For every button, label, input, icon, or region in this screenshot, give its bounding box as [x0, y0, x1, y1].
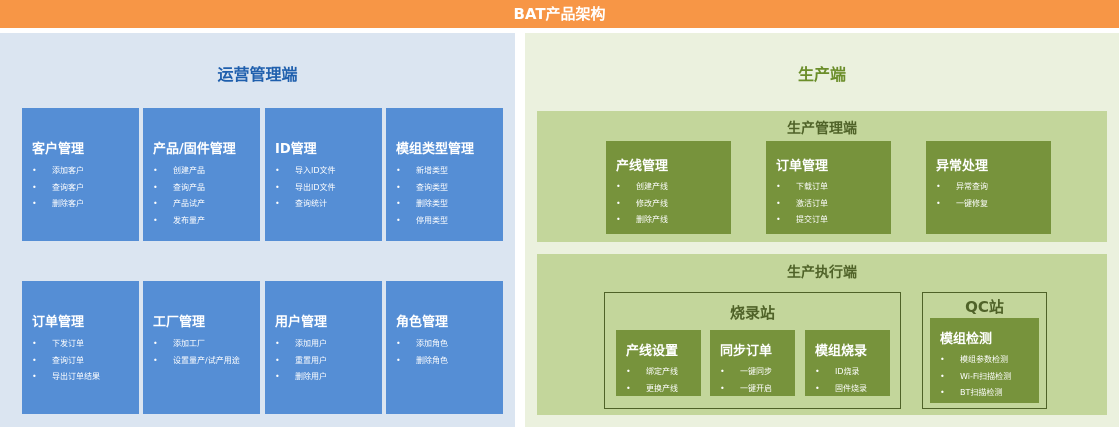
- ops-panel-title: 运营管理端: [217, 65, 298, 84]
- card-list: ID烧录 固件烧录: [815, 364, 890, 397]
- ops-card-factory: 工厂管理 添加工厂 设置量产/试产用途: [143, 281, 260, 414]
- card-title: 用户管理: [275, 315, 328, 330]
- list-item: 模组参数检测: [940, 352, 1039, 369]
- card-list: 导入ID文件 导出ID文件 查询统计: [275, 163, 382, 213]
- burn-card-line-setup: 产线设置 绑定产线 更换产线: [616, 330, 701, 397]
- list-item: 新增类型: [396, 163, 503, 180]
- card-list: 下载订单 激活订单 提交订单: [776, 179, 891, 229]
- card-list: 添加用户 重置用户 删除用户: [275, 336, 382, 386]
- list-item: 导出订单结果: [32, 369, 139, 386]
- qc-card-module-test: 模组检测 模组参数检测 Wi-Fi扫描检测 BT扫描检测: [930, 318, 1039, 403]
- prod-mgmt-card-exception: 异常处理 异常查询 一键修复: [926, 141, 1051, 234]
- card-title: 产品/固件管理: [153, 142, 236, 157]
- list-item: 删除客户: [32, 196, 139, 213]
- list-item: 导入ID文件: [275, 163, 382, 180]
- burn-station-title: 烧录站: [729, 304, 775, 322]
- ops-card-product: 产品/固件管理 创建产品 查询产品 产品试产 发布量产: [143, 108, 260, 241]
- list-item: BT扫描检测: [940, 385, 1039, 402]
- qc-station-title: QC站: [965, 298, 1004, 316]
- list-item: 提交订单: [776, 212, 891, 229]
- list-item: ID烧录: [815, 364, 890, 381]
- card-list: 新增类型 查询类型 删除类型 停用类型: [396, 163, 503, 229]
- list-item: 添加用户: [275, 336, 382, 353]
- list-item: 发布量产: [153, 213, 260, 230]
- list-item: 查询客户: [32, 180, 139, 197]
- ops-card-role: 角色管理 添加角色 删除角色: [386, 281, 503, 414]
- ops-card-user: 用户管理 添加用户 重置用户 删除用户: [265, 281, 382, 414]
- card-title: 同步订单: [720, 344, 773, 359]
- card-list: 模组参数检测 Wi-Fi扫描检测 BT扫描检测: [940, 352, 1039, 402]
- card-title: 客户管理: [32, 142, 85, 157]
- card-list: 下发订单 查询订单 导出订单结果: [32, 336, 139, 386]
- list-item: 一键同步: [720, 364, 795, 381]
- list-item: 查询统计: [275, 196, 382, 213]
- prod-exec-title: 生产执行端: [787, 265, 857, 281]
- card-title: 异常处理: [936, 159, 989, 174]
- list-item: 删除用户: [275, 369, 382, 386]
- list-item: 删除产线: [616, 212, 731, 229]
- list-item: 设置量产/试产用途: [153, 353, 260, 370]
- list-item: 重置用户: [275, 353, 382, 370]
- card-title: 角色管理: [396, 315, 449, 330]
- ops-card-order: 订单管理 下发订单 查询订单 导出订单结果: [22, 281, 139, 414]
- prod-mgmt-card-line: 产线管理 创建产线 修改产线 删除产线: [606, 141, 731, 234]
- ops-card-id: ID管理 导入ID文件 导出ID文件 查询统计: [265, 108, 382, 241]
- card-title: 订单管理: [776, 159, 829, 174]
- card-title: 产线设置: [626, 344, 679, 359]
- list-item: 创建产品: [153, 163, 260, 180]
- list-item: 固件烧录: [815, 381, 890, 398]
- card-list: 创建产线 修改产线 删除产线: [616, 179, 731, 229]
- list-item: 添加客户: [32, 163, 139, 180]
- list-item: 删除类型: [396, 196, 503, 213]
- card-title: 工厂管理: [153, 315, 206, 330]
- burn-card-sync-order: 同步订单 一键同步 一键开启: [710, 330, 795, 397]
- list-item: 修改产线: [616, 196, 731, 213]
- list-item: 一键开启: [720, 381, 795, 398]
- list-item: 停用类型: [396, 213, 503, 230]
- card-list: 添加客户 查询客户 删除客户: [32, 163, 139, 213]
- list-item: 下载订单: [776, 179, 891, 196]
- burn-station-box: [604, 292, 901, 409]
- list-item: 删除角色: [396, 353, 503, 370]
- list-item: 查询订单: [32, 353, 139, 370]
- card-title: 模组烧录: [815, 344, 868, 359]
- list-item: 查询类型: [396, 180, 503, 197]
- list-item: Wi-Fi扫描检测: [940, 369, 1039, 386]
- card-title: ID管理: [275, 142, 317, 157]
- card-title: 模组检测: [940, 332, 993, 347]
- architecture-banner: BAT产品架构: [0, 0, 1119, 28]
- card-title: 产线管理: [616, 159, 669, 174]
- list-item: 添加角色: [396, 336, 503, 353]
- card-list: 绑定产线 更换产线: [626, 364, 701, 397]
- ops-card-customer: 客户管理 添加客户 查询客户 删除客户: [22, 108, 139, 241]
- prod-mgmt-card-order: 订单管理 下载订单 激活订单 提交订单: [766, 141, 891, 234]
- burn-card-module-burn: 模组烧录 ID烧录 固件烧录: [805, 330, 890, 397]
- card-list: 创建产品 查询产品 产品试产 发布量产: [153, 163, 260, 229]
- list-item: 导出ID文件: [275, 180, 382, 197]
- prod-panel-title: 生产端: [797, 65, 846, 84]
- list-item: 创建产线: [616, 179, 731, 196]
- card-title: 模组类型管理: [396, 142, 475, 157]
- qc-station-box: [922, 292, 1047, 409]
- card-list: 异常查询 一键修复: [936, 179, 1051, 212]
- ops-card-module-type: 模组类型管理 新增类型 查询类型 删除类型 停用类型: [386, 108, 503, 241]
- card-title: 订单管理: [32, 315, 85, 330]
- list-item: 异常查询: [936, 179, 1051, 196]
- list-item: 激活订单: [776, 196, 891, 213]
- list-item: 绑定产线: [626, 364, 701, 381]
- prod-mgmt-title: 生产管理端: [787, 121, 857, 137]
- list-item: 产品试产: [153, 196, 260, 213]
- list-item: 添加工厂: [153, 336, 260, 353]
- list-item: 更换产线: [626, 381, 701, 398]
- card-list: 添加角色 删除角色: [396, 336, 503, 369]
- list-item: 一键修复: [936, 196, 1051, 213]
- list-item: 查询产品: [153, 180, 260, 197]
- card-list: 一键同步 一键开启: [720, 364, 795, 397]
- card-list: 添加工厂 设置量产/试产用途: [153, 336, 260, 369]
- list-item: 下发订单: [32, 336, 139, 353]
